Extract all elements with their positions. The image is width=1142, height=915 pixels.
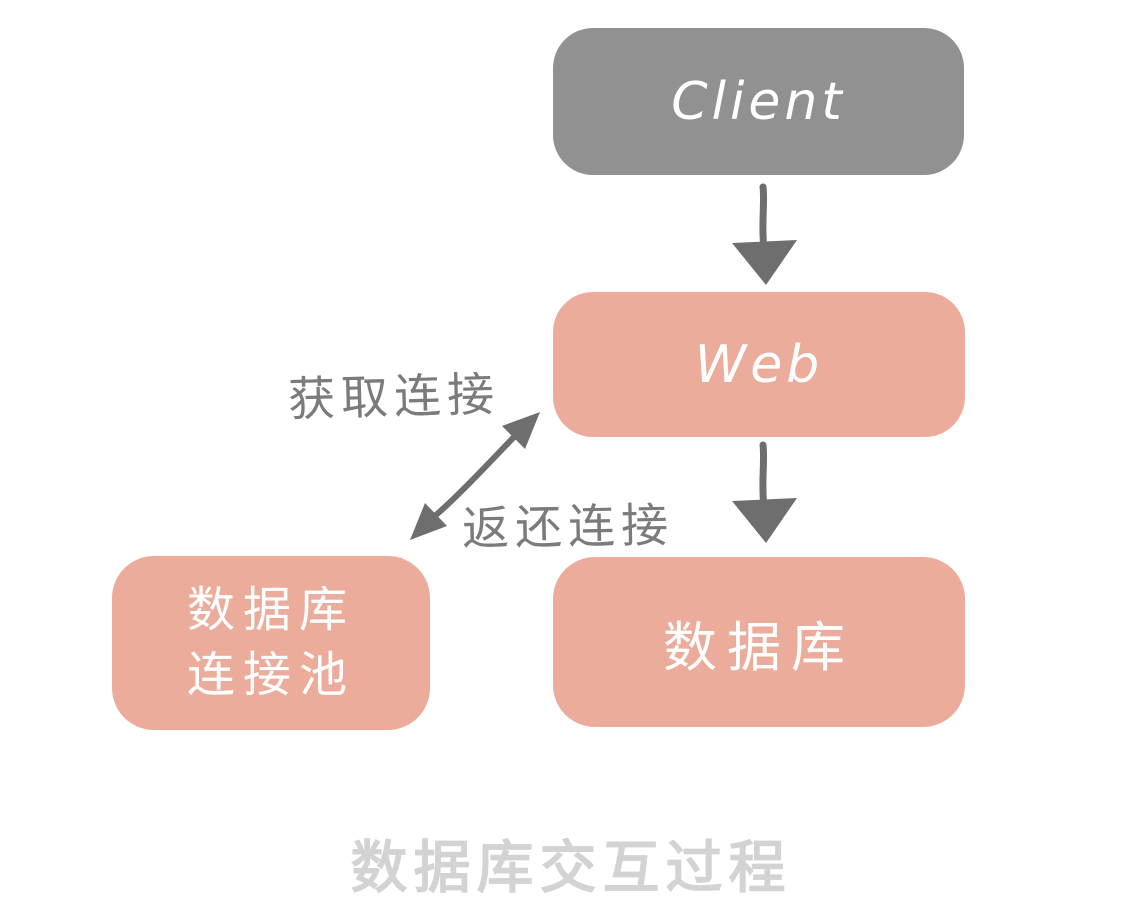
client-node-label: Client [671,71,846,132]
diagram-title: 数据库交互过程 [350,835,792,901]
web-node-label: Web [694,334,824,395]
down-arrow-icon [732,183,797,285]
web-node: Web [553,292,965,437]
database-node: 数据库 [553,557,965,727]
down-arrow-icon [732,441,797,543]
release-connection-label: 返还连接 [461,498,675,557]
database-node-label: 数据库 [663,615,855,679]
db-pool-node: 数据库 连接池 [112,556,430,730]
double-arrow-icon [410,412,540,540]
acquire-connection-label: 获取连接 [287,367,501,428]
db-pool-node-label-line1: 数据库 [186,582,355,639]
db-pool-node-label-line2: 连接池 [186,647,355,703]
client-node: Client [553,28,964,175]
